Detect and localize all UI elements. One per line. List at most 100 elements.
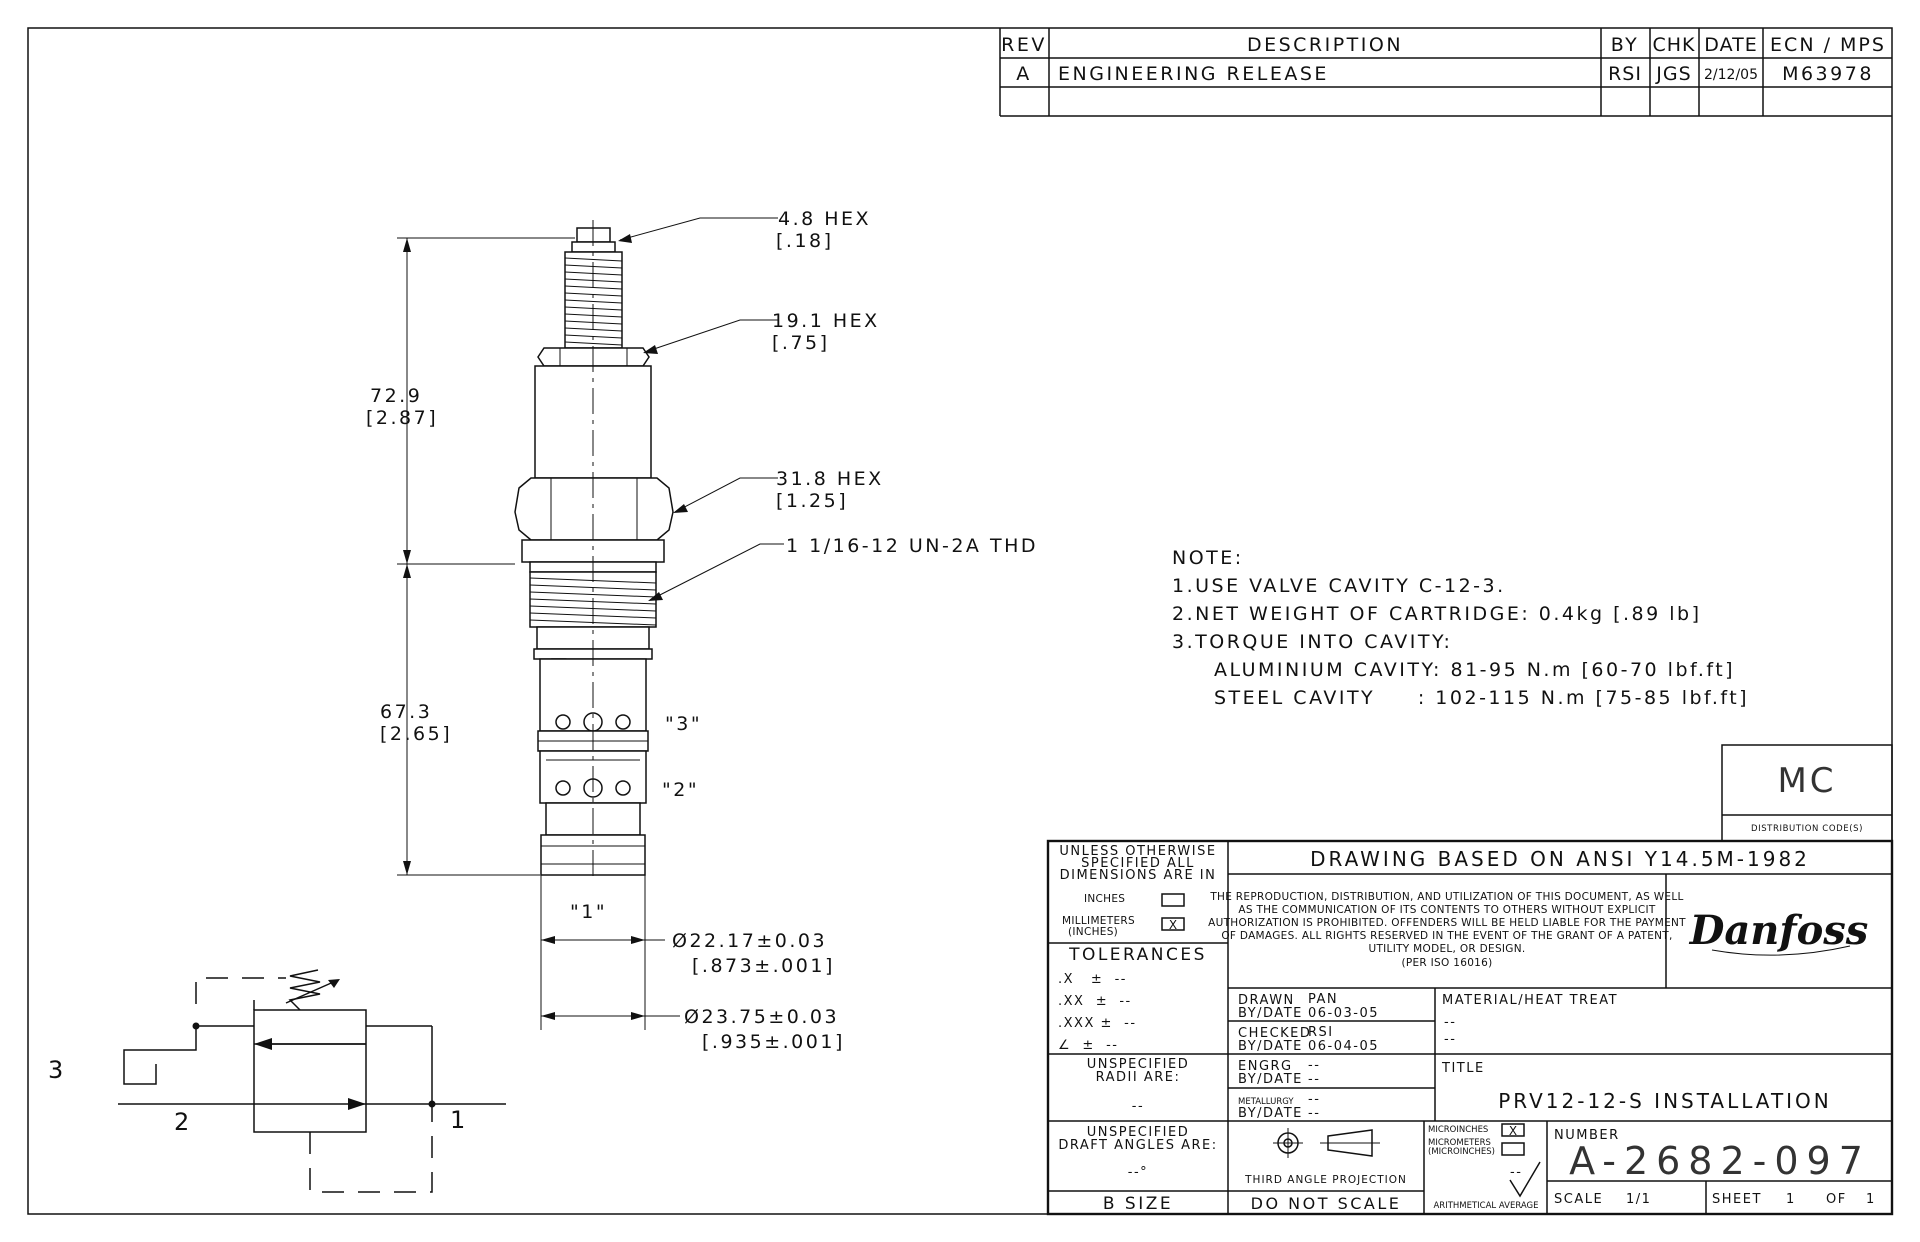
rev-row-description: ENGINEERING RELEASE	[1058, 63, 1329, 85]
drawing-number: A-2682-097	[1569, 1139, 1871, 1183]
projection-label: THIRD ANGLE PROJECTION	[1244, 1174, 1407, 1186]
dimension-lines	[397, 217, 784, 1030]
rev-row-by: RSI	[1608, 63, 1642, 85]
sheet-number: 1	[1786, 1192, 1796, 1207]
tolerance-row-3: .XXX ± --	[1058, 1016, 1137, 1031]
legal-line-2: AS THE COMMUNICATION OF ITS CONTENTS TO …	[1238, 904, 1656, 916]
finish-microinches: MICROINCHES	[1428, 1125, 1488, 1135]
danfoss-logo-underline	[1711, 945, 1851, 956]
description-header: DESCRIPTION	[1247, 34, 1403, 56]
finish-microinches-checkbox	[1501, 1123, 1525, 1137]
tolerance-row-1: .X ± --	[1058, 972, 1127, 987]
units-heading-2: SPECIFIED ALL	[1081, 856, 1195, 871]
revision-block: REV DESCRIPTION BY CHK DATE ECN / MPS A …	[999, 28, 1892, 117]
legal-line-1: THE REPRODUCTION, DISTRIBUTION, AND UTIL…	[1209, 891, 1683, 903]
drawing-title: PRV12-12-S INSTALLATION	[1498, 1089, 1832, 1113]
thread-callout: 1 1/16-12 UN-2A THD	[786, 535, 1038, 557]
note-line-3: 3.TORQUE INTO CAVITY:	[1172, 631, 1452, 653]
ecn-header: ECN / MPS	[1770, 34, 1886, 56]
metallurgy-label-1: METALLURGY	[1238, 1097, 1294, 1107]
finish-check-symbol	[1509, 1161, 1541, 1198]
hydraulic-schematic: 3 2 1	[48, 969, 506, 1193]
units-mm-mark: X	[1169, 918, 1177, 932]
note-line-2: 2.NET WEIGHT OF CARTRIDGE: 0.4kg [.89 lb…	[1172, 603, 1702, 625]
finish-micrometers-checkbox	[1501, 1142, 1525, 1156]
finish-micrometers-sub: (MICROINCHES)	[1428, 1147, 1495, 1157]
tolerance-row-4: ∠ ± --	[1058, 1038, 1118, 1053]
ansi-standard: DRAWING BASED ON ANSI Y14.5M-1982	[1310, 847, 1810, 871]
scale-label: SCALE	[1554, 1192, 1603, 1207]
engrg-label-2: BY/DATE	[1238, 1072, 1303, 1087]
title-label: TITLE	[1441, 1061, 1485, 1076]
finish-mark: X	[1509, 1124, 1517, 1138]
rev-header: REV	[1001, 34, 1047, 56]
notes-block: NOTE: 1.USE VALVE CAVITY C-12-3. 2.NET W…	[1172, 547, 1749, 709]
metallurgy-by: --	[1308, 1092, 1320, 1107]
sheet-total: 1	[1866, 1192, 1876, 1207]
tolerance-row-2: .XX ± --	[1058, 994, 1132, 1009]
upper-length-inch: [2.87]	[366, 407, 438, 429]
port-3-label: "3"	[665, 713, 702, 735]
by-header: BY	[1611, 34, 1640, 56]
dia-large-inch: [.935±.001]	[702, 1031, 845, 1053]
note-line-4: ALUMINIUM CAVITY: 81-95 N.m [60-70 lbf.f…	[1214, 659, 1735, 681]
finish-value: --	[1510, 1165, 1522, 1180]
checked-date: 06-04-05	[1308, 1039, 1379, 1054]
finish-micrometers: MICROMETERS	[1428, 1138, 1491, 1148]
port-2-label: "2"	[662, 779, 699, 801]
distribution-code: MC	[1777, 761, 1836, 801]
drawn-by: PAN	[1308, 992, 1338, 1007]
units-heading-3: DIMENSIONS ARE IN	[1060, 868, 1217, 883]
upper-length-value: 72.9	[370, 385, 422, 407]
lower-length-value: 67.3	[380, 701, 432, 723]
checked-label-1: CHECKED	[1238, 1026, 1311, 1041]
note-line-1: 1.USE VALVE CAVITY C-12-3.	[1172, 575, 1506, 597]
rev-row-date: 2/12/05	[1704, 67, 1758, 83]
note-line-5: STEEL CAVITY : 102-115 N.m [75-85 lbf.ft…	[1214, 687, 1749, 709]
material-value-1: --	[1444, 1015, 1456, 1030]
draft-value: --°	[1128, 1165, 1148, 1180]
drawn-label-1: DRAWN	[1238, 993, 1295, 1008]
units-inches-label: INCHES	[1084, 893, 1125, 905]
engrg-date: --	[1308, 1072, 1320, 1087]
radii-value: --	[1132, 1099, 1144, 1114]
hex-mid-callout: 19.1 HEX	[772, 310, 880, 332]
radii-label-2: RADII ARE:	[1096, 1070, 1181, 1085]
dia-small-inch: [.873±.001]	[692, 955, 835, 977]
legal-line-3: AUTHORIZATION IS PROHIBITED. OFFENDERS W…	[1208, 917, 1686, 929]
radii-label-1: UNSPECIFIED	[1087, 1057, 1190, 1072]
metallurgy-label-2: BY/DATE	[1238, 1106, 1303, 1121]
danfoss-logo: Danfoss	[1689, 907, 1869, 954]
engrg-label-1: ENGRG	[1238, 1059, 1293, 1074]
distribution-label: DISTRIBUTION CODE(S)	[1751, 824, 1863, 834]
legal-line-6: (PER ISO 16016)	[1401, 957, 1492, 969]
hex-small-callout: 4.8 HEX	[778, 208, 871, 230]
tolerances-heading: TOLERANCES	[1068, 945, 1207, 965]
material-value-2: --	[1444, 1032, 1456, 1047]
number-label: NUMBER	[1554, 1128, 1620, 1143]
scale-value: 1/1	[1626, 1192, 1651, 1207]
notes-title: NOTE:	[1172, 547, 1244, 569]
drawn-label-2: BY/DATE	[1238, 1006, 1303, 1021]
checked-by: RSI	[1308, 1025, 1334, 1040]
finish-label: ARITHMETICAL AVERAGE	[1433, 1201, 1538, 1211]
metallurgy-date: --	[1308, 1106, 1320, 1121]
chk-header: CHK	[1652, 34, 1695, 56]
third-angle-projection-symbol	[1273, 1128, 1380, 1158]
sheet-label: SHEET	[1712, 1192, 1762, 1207]
dia-large-value: Ø23.75±0.03	[684, 1006, 839, 1028]
schematic-port-3: 3	[48, 1056, 63, 1084]
rev-row-chk: JGS	[1655, 63, 1691, 85]
units-inches-checkbox	[1161, 893, 1185, 907]
material-label: MATERIAL/HEAT TREAT	[1442, 993, 1618, 1008]
draft-label-2: DRAFT ANGLES ARE:	[1058, 1138, 1217, 1153]
dia-small-value: Ø22.17±0.03	[672, 930, 827, 952]
sheet-of: OF	[1826, 1192, 1847, 1207]
distribution-code-box: MC DISTRIBUTION CODE(S)	[1721, 744, 1893, 842]
units-heading-1: UNLESS OTHERWISE	[1059, 844, 1216, 859]
schematic-port-1: 1	[450, 1106, 465, 1134]
hex-large-callout: 31.8 HEX	[776, 468, 884, 490]
draft-label-1: UNSPECIFIED	[1087, 1125, 1190, 1140]
lower-length-inch: [2.65]	[380, 723, 452, 745]
